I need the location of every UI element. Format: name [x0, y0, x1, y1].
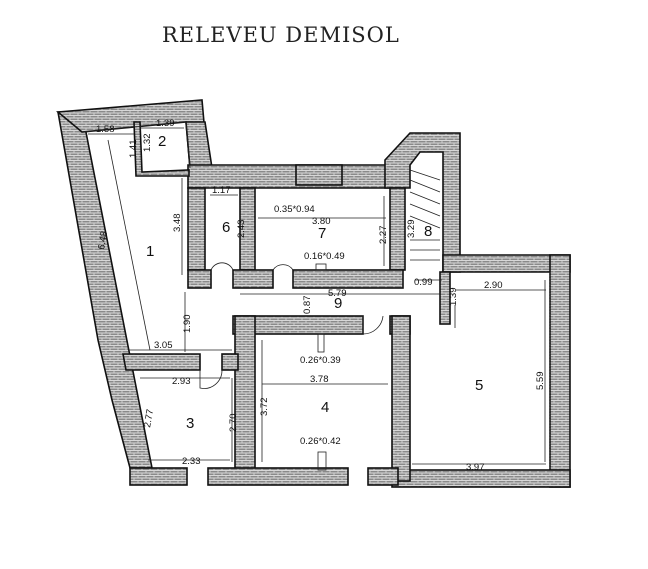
dim-label: 3.97 [466, 462, 485, 473]
door-swing-7 [272, 264, 294, 271]
opening-label: 0.16*0.49 [304, 251, 345, 262]
dim-label: 1.39 [448, 288, 459, 307]
dim-label: 0.99 [414, 277, 433, 288]
dim-label: 1.39 [156, 118, 175, 129]
wall-1-3 [122, 353, 201, 371]
dim-label: 3.78 [310, 374, 329, 385]
dim-label: 3.05 [154, 340, 173, 351]
dim-label: 1.41 [128, 140, 139, 159]
room-label-9: 9 [334, 295, 342, 312]
wall-6-bottom [187, 269, 212, 289]
room-label-5: 5 [475, 377, 483, 394]
dim-label: 0.87 [302, 296, 313, 315]
wall-1-east [185, 121, 213, 169]
door-swing-1-3 [199, 369, 223, 389]
room-label-4: 4 [321, 399, 329, 416]
opening-label: 0.26*0.39 [300, 355, 341, 366]
room-label-7: 7 [318, 225, 326, 242]
vent-7 [315, 263, 327, 271]
vent-4b [317, 451, 327, 471]
dim-label: 3.48 [172, 214, 183, 233]
dim-label: 5.59 [535, 372, 546, 391]
dimension-lines [88, 127, 551, 470]
opening-label: 0.35*0.94 [274, 204, 315, 215]
room-label-2: 2 [158, 133, 166, 150]
wall-5-east [549, 254, 571, 488]
room-label-1: 1 [146, 243, 154, 260]
dim-label: 2.70 [228, 414, 239, 433]
wall-7-bottom-b [292, 269, 404, 289]
dim-label: 2.33 [182, 456, 201, 467]
wall-3-4 [234, 315, 256, 482]
dim-label: 2.27 [378, 226, 389, 245]
dim-label: 3.80 [312, 216, 331, 227]
door-swing-6 [210, 262, 234, 271]
room-label-8: 8 [424, 223, 432, 240]
room-label-3: 3 [186, 415, 194, 432]
dim-label: 2.90 [484, 280, 503, 291]
wall-south-3 [129, 467, 188, 486]
dim-label: 3.29 [406, 220, 417, 239]
dim-label: 6.48 [96, 230, 110, 250]
plan-title: RELEVEU DEMISOL [162, 23, 400, 47]
wall-4-5 [391, 315, 411, 482]
dim-label: 1.90 [182, 315, 193, 334]
wall-7-bottom-a [232, 269, 274, 289]
wall-9-east [439, 271, 451, 325]
dim-label: 2.77 [142, 408, 156, 428]
dim-label: 1.58 [96, 124, 115, 135]
chimney [295, 164, 343, 186]
wall-1-3-b [221, 353, 239, 371]
wall-room2 [133, 121, 190, 177]
vent-4a [317, 333, 325, 353]
dim-label: 2.93 [172, 376, 191, 387]
wall-south-4b [367, 467, 399, 486]
dim-label: 1.17 [212, 185, 231, 196]
dim-label: 5.79 [328, 288, 347, 299]
dim-label: 2.43 [236, 220, 247, 239]
opening-label: 0.26*0.42 [300, 436, 341, 447]
door-swing-9-4 [362, 315, 384, 335]
wall-6-west [187, 187, 206, 271]
dim-label: 3.72 [259, 398, 270, 417]
room-label-6: 6 [222, 219, 230, 236]
dim-label: 1.32 [142, 134, 153, 153]
wall-7-8 [389, 187, 406, 271]
staircase [409, 169, 441, 261]
wall-south-3b [207, 467, 349, 486]
